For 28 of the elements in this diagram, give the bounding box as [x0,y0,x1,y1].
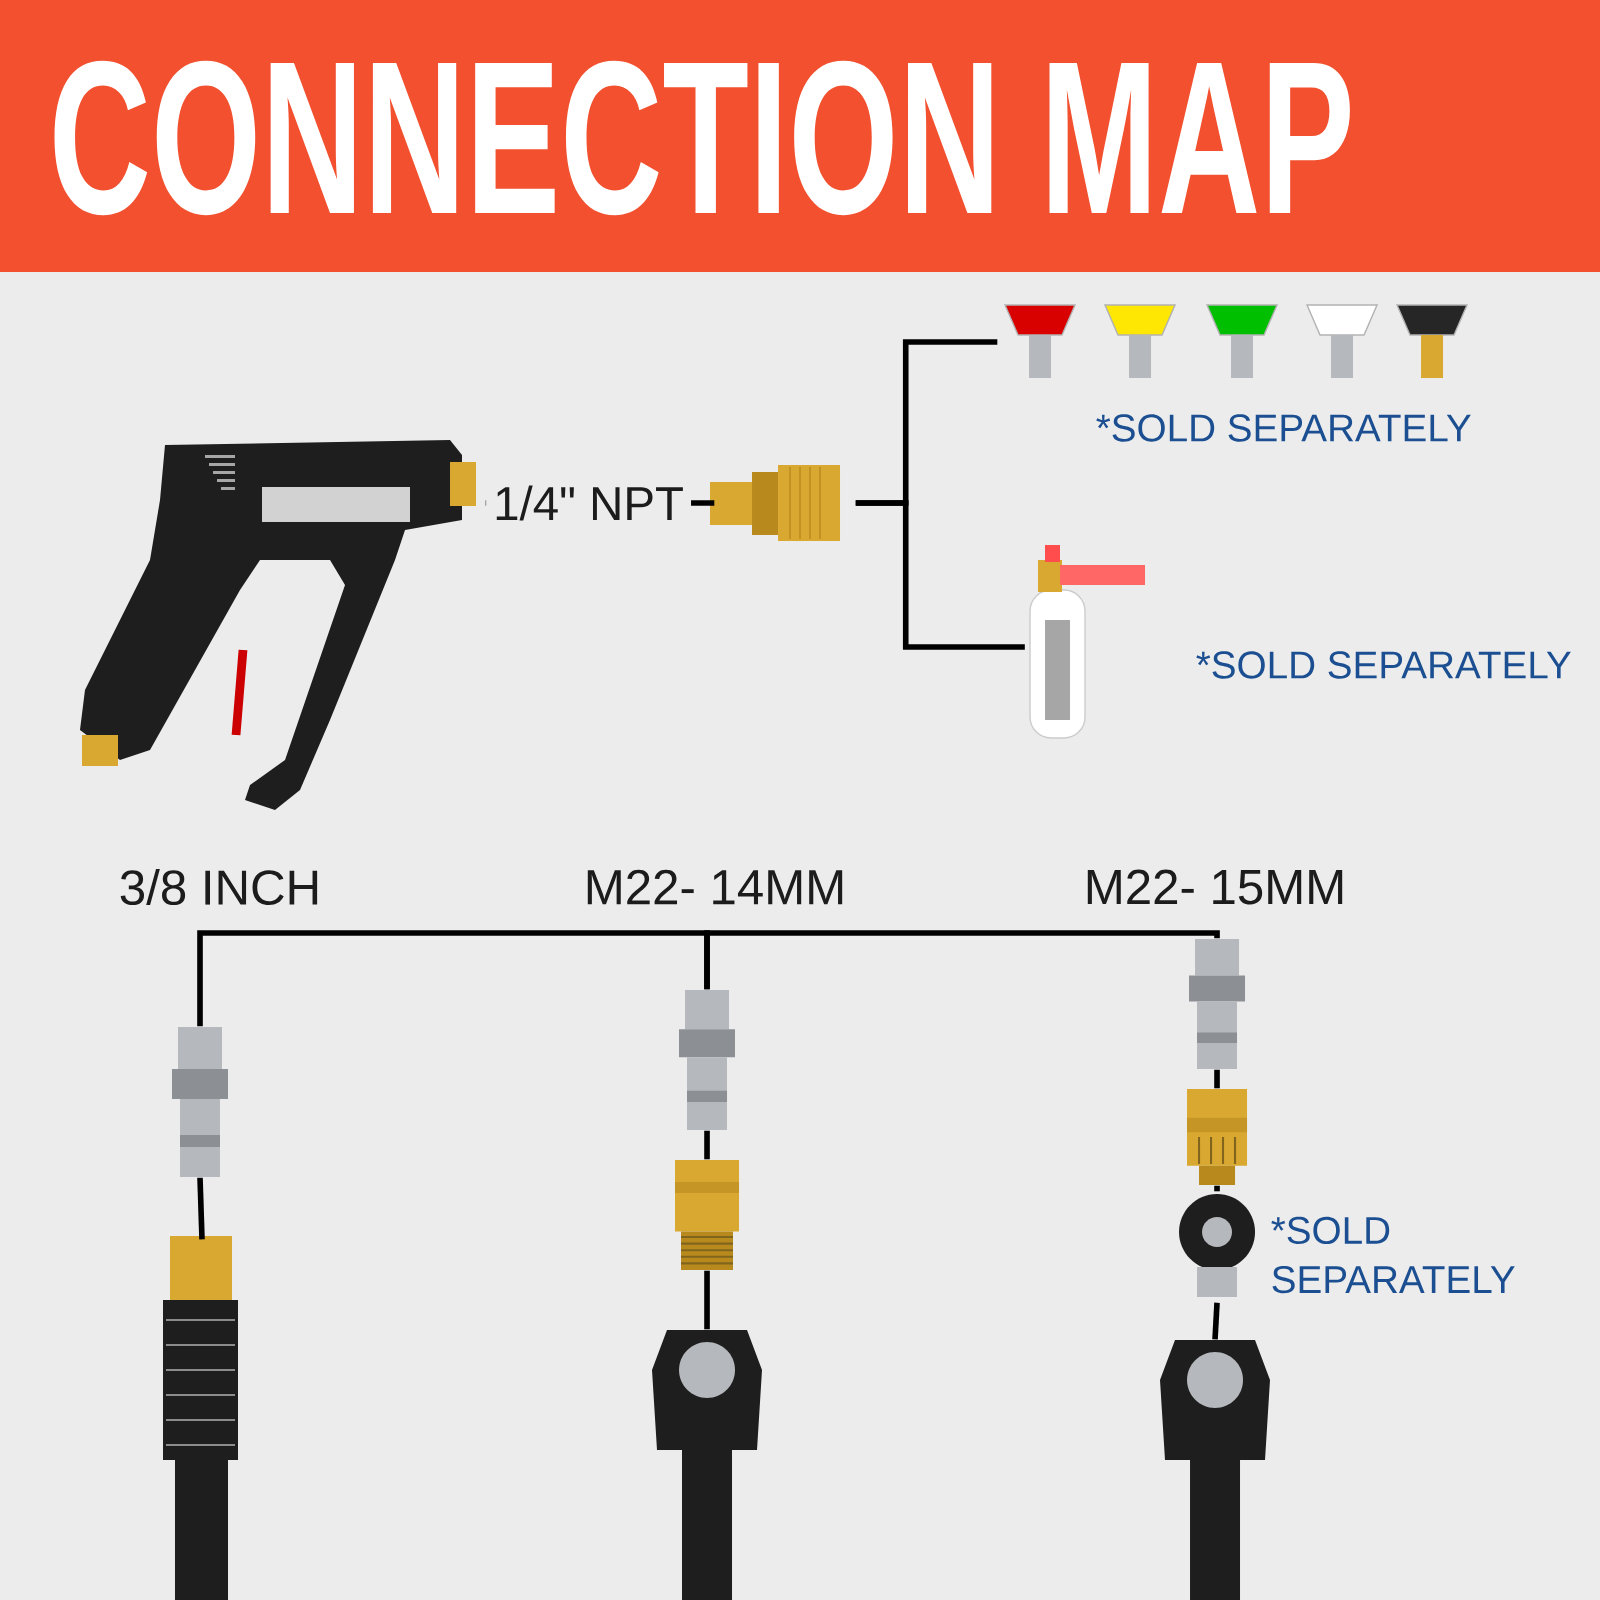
size-label: M22- 14MM [587,869,843,905]
edge-label: 1/4" NPT [486,478,692,528]
m22-hose-fitting-drawing [1160,1340,1270,1600]
title-banner: CONNECTION MAP [0,0,1600,272]
connector-line [197,1177,205,1240]
spray-gun-drawing [80,440,476,810]
quick-coupler-drawing [710,465,840,541]
connector-line [704,1130,710,1160]
hose-coupler-drawing [163,1236,238,1600]
quick-plug-drawing [1189,939,1246,1069]
m22-hose-fitting-drawing [652,1330,762,1600]
connector-line [1212,1302,1220,1340]
sold-separately-note: *SOLD SEPARATELY [1271,1216,1515,1294]
connector-line [1214,1185,1220,1192]
sold-separately-note: *SOLD SEPARATELY [1096,414,1471,442]
quick-plug-drawing [679,990,735,1130]
m22-adapter-drawing [1179,1194,1256,1297]
size-label: 3/8 INCH [120,868,318,906]
quick-plug-drawing [172,1027,228,1177]
connector-line [704,1270,710,1330]
brass-coupler-drawing [1187,1089,1247,1185]
sold-separately-note: *SOLD SEPARATELY [1196,651,1571,679]
connector-line [1214,1069,1220,1089]
connector-line [704,930,1220,990]
brass-adapter-drawing [675,1160,739,1270]
size-label: M22- 15MM [1087,869,1343,905]
connector-line [855,500,1025,650]
foam-cannon-drawing [1029,545,1145,739]
